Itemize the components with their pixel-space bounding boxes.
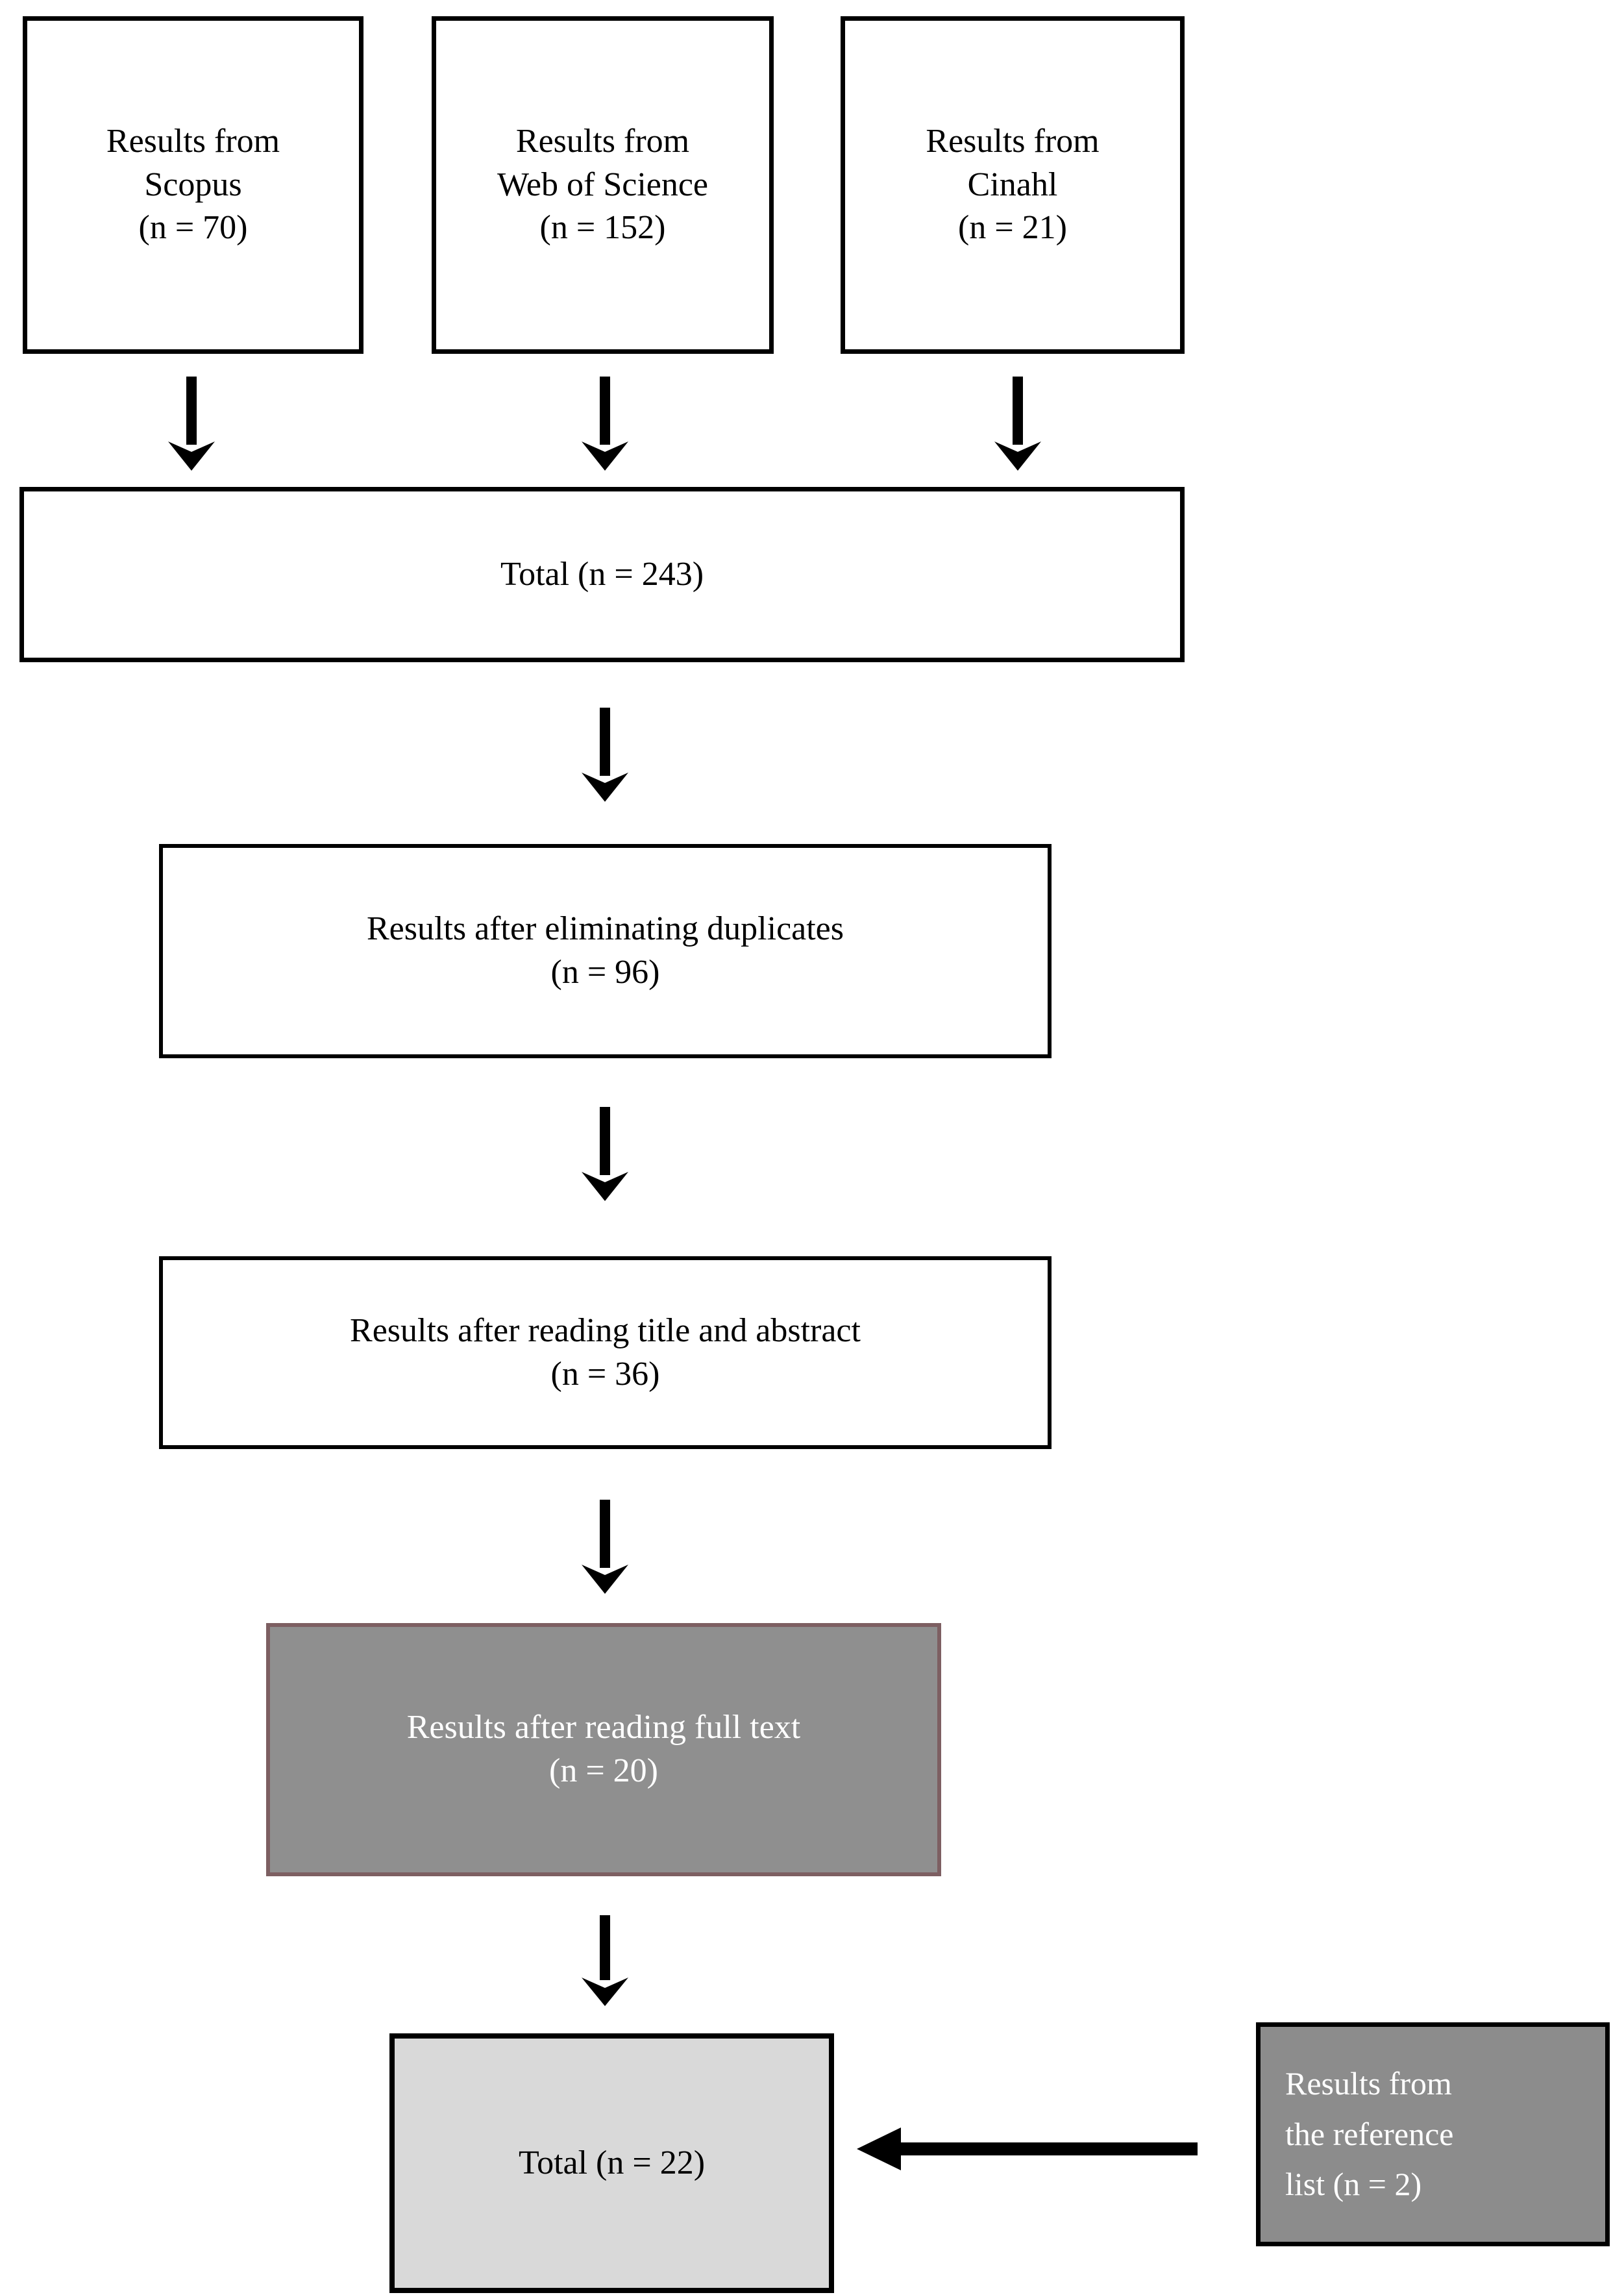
node-line: Scopus (144, 166, 242, 203)
node-line: Results from (515, 123, 690, 160)
node-total-243: Total (n = 243) (19, 487, 1185, 662)
node-results-from-cinahl: Results from Cinahl (n = 21) (841, 16, 1185, 354)
arrow-duplicates-to-title-abstract (582, 1107, 628, 1201)
node-line: Web of Science (497, 166, 708, 203)
node-results-from-scopus: Results from Scopus (n = 70) (23, 16, 363, 354)
node-line: (n = 70) (138, 209, 248, 247)
node-line: Results from (106, 123, 280, 160)
node-line: Results after reading full text (406, 1709, 801, 1746)
node-line: Total (n = 243) (500, 555, 704, 593)
node-results-after-reading-full-text: Results after reading full text (n = 20) (266, 1623, 941, 1876)
node-line: Cinahl (967, 166, 1058, 203)
node-line: Results from (926, 123, 1100, 160)
node-line: (n = 96) (550, 954, 660, 991)
node-line: Total (n = 22) (518, 2144, 706, 2181)
node-line: (n = 36) (550, 1355, 660, 1393)
arrow-web-of-science-to-total (582, 377, 628, 471)
node-line: Results after reading title and abstract (350, 1311, 861, 1349)
arrow-cinahl-to-total (994, 377, 1041, 471)
node-results-from-the-reference-list: Results from the reference list (n = 2) (1256, 2022, 1610, 2246)
arrow-full-text-to-total-22 (582, 1915, 628, 2006)
node-line: Results after eliminating duplicates (366, 910, 844, 948)
node-results-after-reading-title-and-abstract: Results after reading title and abstract… (159, 1256, 1052, 1449)
node-results-from-web-of-science: Results from Web of Science (n = 152) (432, 16, 774, 354)
arrow-total-to-duplicates (582, 708, 628, 802)
node-results-after-eliminating-duplicates: Results after eliminating duplicates (n … (159, 844, 1052, 1058)
arrow-title-abstract-to-full-text (582, 1500, 628, 1594)
node-line: list (n = 2) (1285, 2166, 1422, 2203)
node-line: (n = 152) (539, 209, 666, 247)
node-total-22: Total (n = 22) (389, 2033, 834, 2293)
arrow-reference-list-to-total-22 (857, 2128, 1198, 2170)
arrow-scopus-to-total (168, 377, 215, 471)
node-line: (n = 20) (549, 1752, 658, 1789)
node-line: Results from (1285, 2065, 1452, 2102)
node-line: the reference (1285, 2115, 1454, 2152)
node-line: (n = 21) (958, 209, 1067, 247)
